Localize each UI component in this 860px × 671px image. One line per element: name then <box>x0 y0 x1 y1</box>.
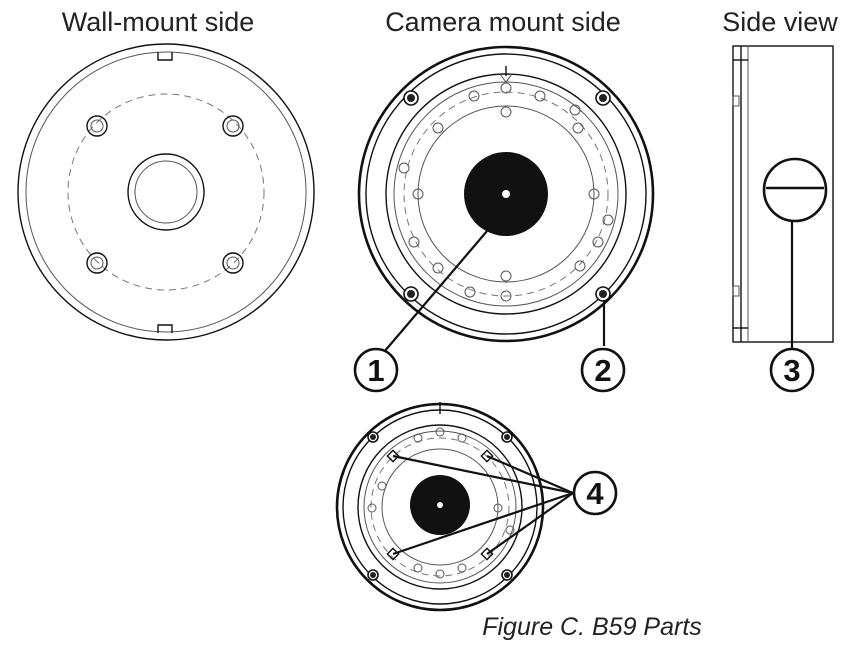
leader-4b <box>486 454 574 495</box>
wall-top-notch <box>157 52 173 61</box>
camera-mount-view <box>357 45 655 343</box>
callout-4: 4 <box>572 470 618 516</box>
camera-rim-edge <box>365 53 647 335</box>
wall-dashed-ring <box>67 93 265 291</box>
leader-4a <box>392 454 574 495</box>
lower-plate <box>357 424 523 590</box>
callout-3-label: 3 <box>783 353 800 388</box>
leader-1 <box>383 223 494 353</box>
lower-inner-ring <box>381 448 499 566</box>
wall-inner-rim <box>25 51 307 333</box>
title-wall-mount-side: Wall-mount side <box>62 7 255 37</box>
callout-1-label: 1 <box>367 353 384 388</box>
camera-screws <box>403 90 611 302</box>
lower-diamond-points <box>386 449 494 561</box>
callout-1: 1 <box>353 347 399 393</box>
camera-outer-rim <box>357 45 655 343</box>
wall-outer-rim <box>17 43 315 341</box>
lower-small-holes <box>367 427 515 579</box>
wall-mounting-holes <box>86 115 244 274</box>
leader-lines <box>383 222 794 556</box>
callout-2: 2 <box>580 347 626 393</box>
wall-center-hole-inner <box>134 160 198 224</box>
callout-2-label: 2 <box>594 353 611 388</box>
title-side-view: Side view <box>722 7 838 37</box>
side-cap-plug <box>762 157 828 223</box>
leader-4d <box>392 491 574 556</box>
camera-dashed-ring <box>403 91 609 297</box>
lower-dashed-ring <box>370 437 510 577</box>
leader-4c <box>486 492 574 555</box>
side-profile-view <box>732 45 834 343</box>
callout-3: 3 <box>769 347 815 393</box>
wall-center-hole <box>127 153 205 231</box>
lower-camera-view <box>335 402 545 612</box>
side-body <box>732 45 834 343</box>
wall-bottom-notch <box>157 324 173 333</box>
camera-small-holes <box>398 82 614 302</box>
lower-screws <box>367 431 513 581</box>
lower-plate-inner <box>363 430 517 584</box>
title-camera-mount-side: Camera mount side <box>385 7 621 37</box>
wall-mount-view <box>17 43 315 341</box>
callout-4-label: 4 <box>586 476 604 511</box>
figure-caption: Figure C. B59 Parts <box>482 613 702 641</box>
camera-inner-ring <box>417 105 595 283</box>
cable-hole-center <box>502 190 510 198</box>
camera-arrow-mark <box>499 73 513 83</box>
